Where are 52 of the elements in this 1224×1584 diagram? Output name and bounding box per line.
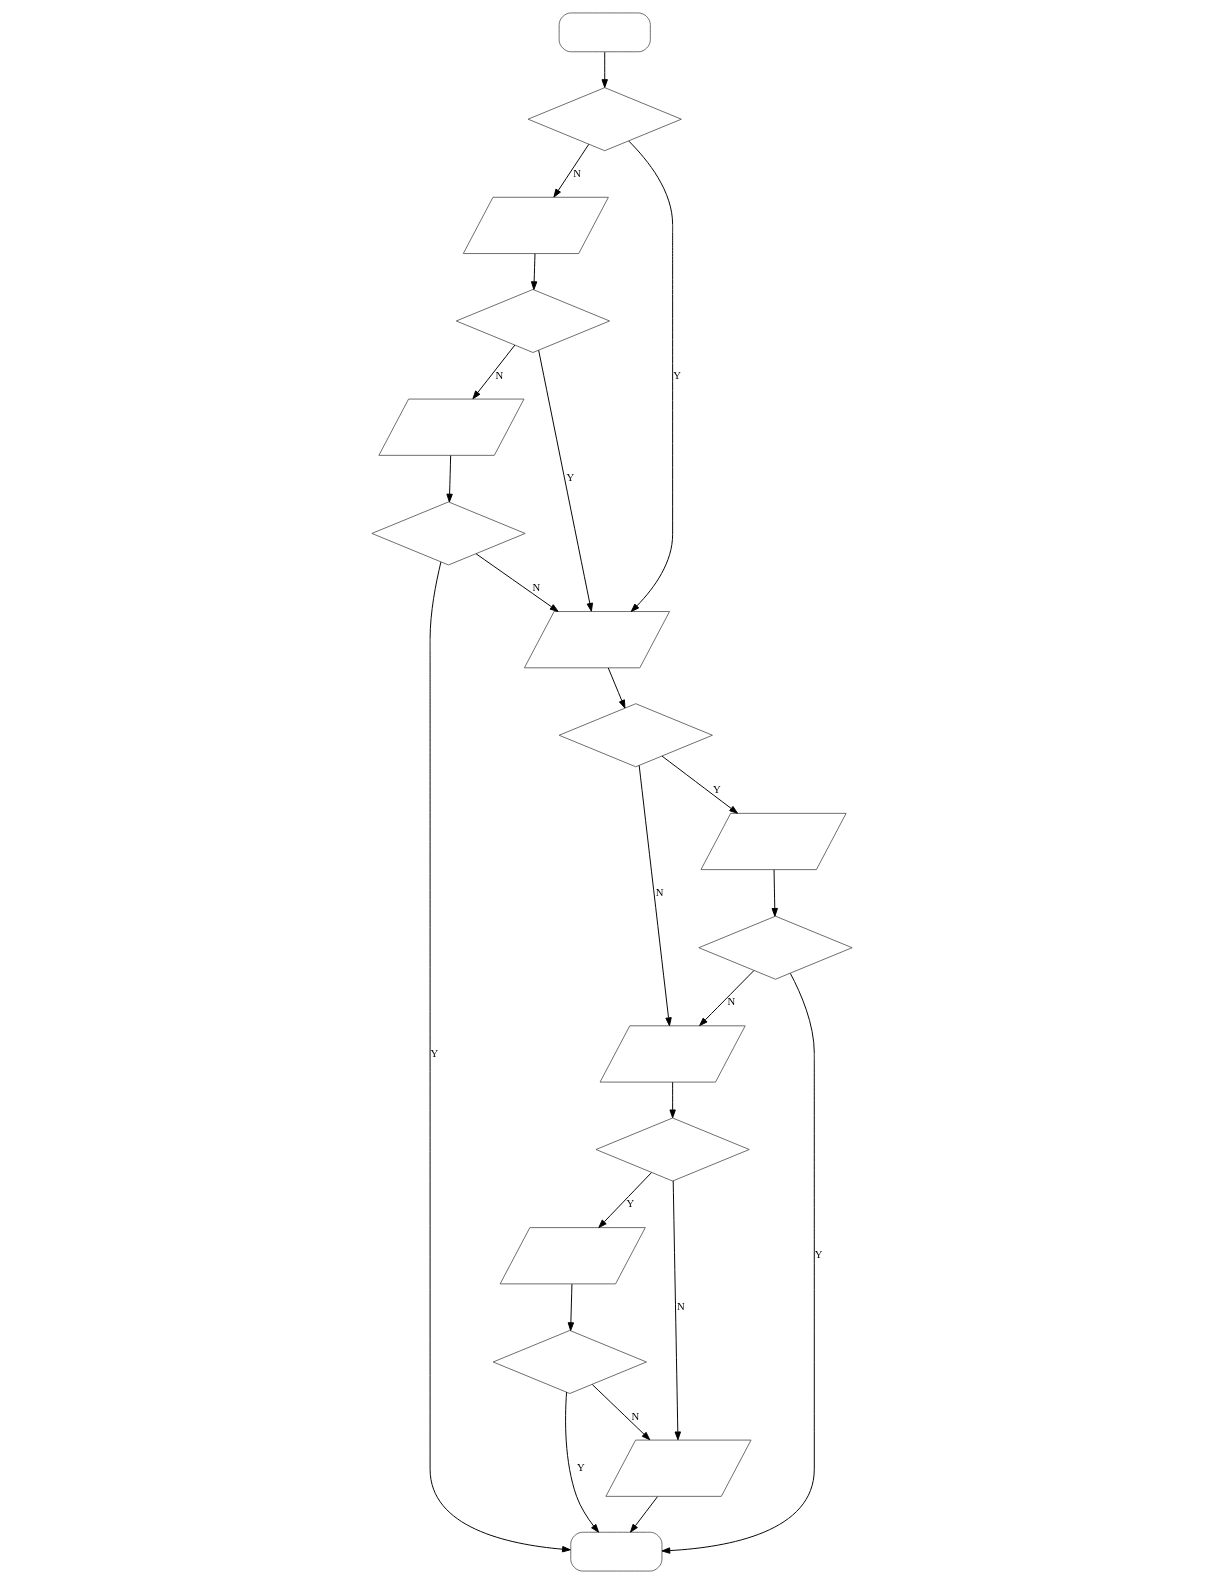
edge-label: Y — [712, 782, 721, 795]
node-diamond — [455, 289, 610, 353]
arrow — [565, 1391, 600, 1533]
arrow — [538, 349, 593, 612]
arrow — [771, 869, 778, 917]
edge-label: Y — [673, 368, 681, 381]
edge-label: N — [727, 995, 736, 1008]
edge-label: Y — [626, 1197, 635, 1210]
arrow — [607, 667, 626, 709]
arrow — [429, 561, 571, 1553]
edge-label: N — [655, 885, 664, 898]
arrow — [638, 764, 672, 1027]
arrow — [628, 140, 674, 612]
arrow — [669, 1081, 676, 1119]
arrow — [553, 143, 590, 198]
edge-label: Y — [566, 471, 575, 484]
node-diamond — [698, 915, 853, 980]
node-diamond — [371, 501, 526, 566]
node-diamond — [558, 703, 713, 768]
node-diamond — [595, 1117, 750, 1182]
edge-label: N — [495, 368, 504, 381]
arrow — [699, 970, 755, 1027]
edge-label: N — [631, 1409, 640, 1422]
arrow — [672, 1180, 681, 1441]
arrow — [661, 755, 738, 814]
edge-label: Y — [577, 1460, 585, 1473]
arrow — [598, 1172, 652, 1228]
node-oval — [570, 1531, 663, 1572]
edge-label: N — [532, 580, 541, 593]
node-parallelogram — [599, 1025, 746, 1083]
arrow — [601, 51, 608, 88]
node-diamond — [492, 1330, 647, 1394]
arrow — [475, 553, 559, 612]
edge-label: N — [677, 1299, 685, 1312]
node-oval — [558, 12, 651, 53]
node-parallelogram — [462, 196, 609, 254]
node-diamond — [527, 87, 682, 152]
node-parallelogram — [700, 812, 847, 870]
node-parallelogram — [378, 398, 525, 456]
node-parallelogram — [605, 1439, 752, 1497]
arrow — [530, 253, 538, 290]
edge-label: Y — [430, 1046, 439, 1059]
arrow — [446, 455, 453, 503]
arrow — [472, 344, 516, 400]
arrow — [591, 1384, 651, 1441]
node-parallelogram — [524, 611, 670, 669]
arrow — [661, 972, 815, 1554]
edge-label: N — [573, 166, 581, 179]
arrow — [567, 1283, 575, 1331]
arrow — [630, 1496, 658, 1533]
node-parallelogram — [499, 1227, 646, 1285]
edge-label: Y — [814, 1248, 823, 1261]
